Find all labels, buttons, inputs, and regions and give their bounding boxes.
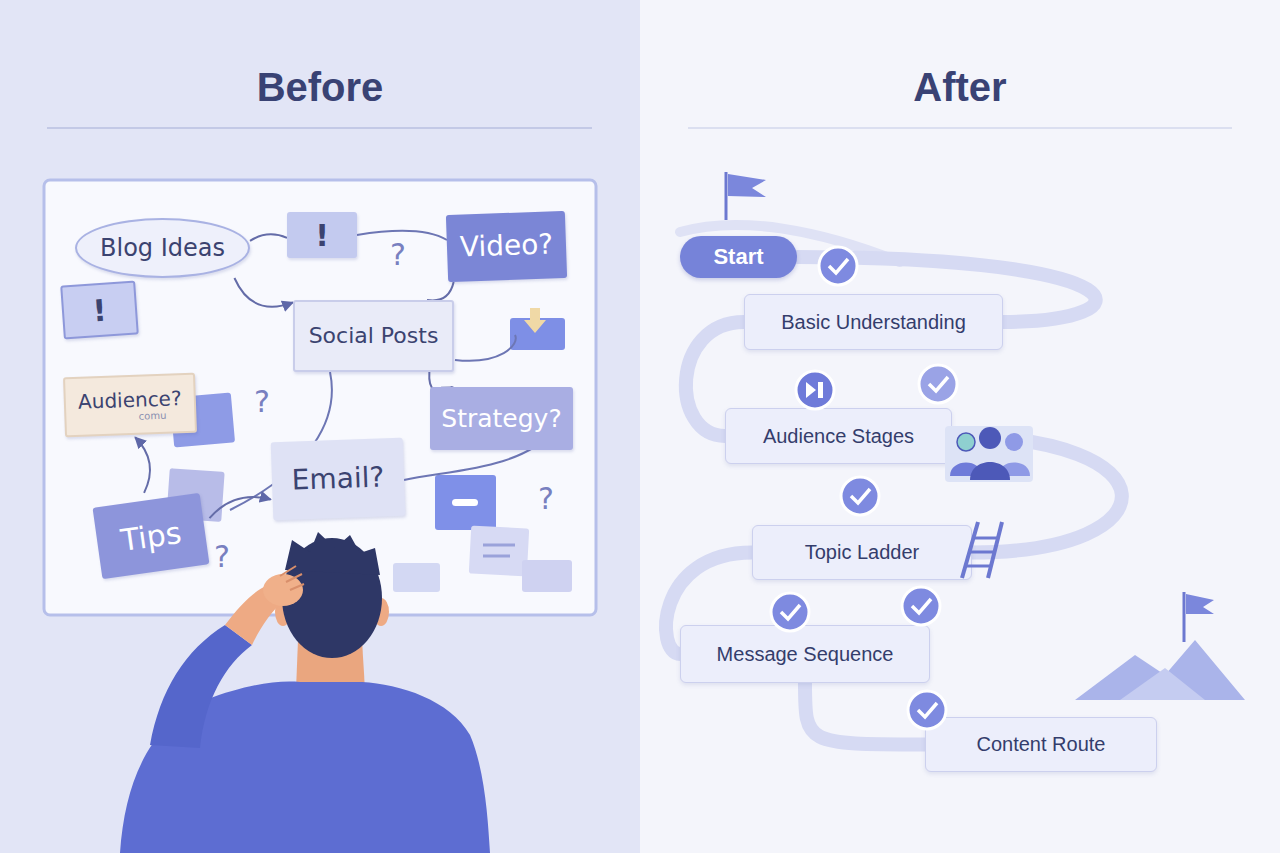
- panel-heading: After: [640, 62, 1280, 112]
- step-box: Audience Stages: [725, 408, 952, 464]
- node-text: Strategy?: [441, 405, 561, 433]
- note-scribble: comu: [138, 409, 166, 421]
- node-text: Audience Stages: [763, 425, 914, 448]
- node-text: Start: [713, 244, 763, 270]
- before-panel: BeforeBlog Ideas! Video?! Social PostsAudi…: [0, 0, 640, 853]
- node-text: Blog Ideas: [100, 235, 225, 261]
- node-text: Tips: [119, 515, 183, 556]
- node-text: Audience?: [78, 387, 182, 413]
- node-text: Video?: [459, 229, 553, 263]
- sticky-note: Strategy?: [430, 387, 573, 450]
- node-text: !: [315, 219, 329, 252]
- step-box: Topic Ladder: [752, 525, 972, 580]
- panel-heading: Before: [0, 62, 640, 112]
- sticky-note: Tips: [93, 493, 210, 579]
- start-pill: Start: [680, 236, 797, 278]
- sticky-note: Social Posts: [293, 300, 454, 372]
- node-text: Basic Understanding: [781, 311, 966, 334]
- sticky-note: Audience?comu: [63, 373, 197, 438]
- step-box: Basic Understanding: [744, 294, 1003, 350]
- after-panel: AfterStartBasic UnderstandingAudience St…: [640, 0, 1280, 853]
- node-text: Topic Ladder: [805, 541, 920, 564]
- step-box: Message Sequence: [680, 625, 930, 683]
- step-box: Content Route: [925, 717, 1157, 772]
- node-text: Social Posts: [309, 324, 439, 348]
- question-mark: ?: [254, 385, 270, 419]
- question-mark: ?: [214, 540, 230, 574]
- sticky-note: Email?: [271, 438, 406, 521]
- sticky-note: Video?: [446, 211, 567, 282]
- question-mark: ?: [538, 482, 554, 516]
- node-text: !: [92, 293, 108, 327]
- node-text: Message Sequence: [717, 643, 894, 666]
- idea-oval: Blog Ideas: [75, 218, 250, 278]
- node-text: Content Route: [977, 733, 1106, 756]
- question-mark: ?: [390, 238, 406, 272]
- sticky-note: !: [60, 280, 139, 339]
- node-text: Email?: [291, 462, 385, 496]
- sticky-note: !: [287, 212, 357, 258]
